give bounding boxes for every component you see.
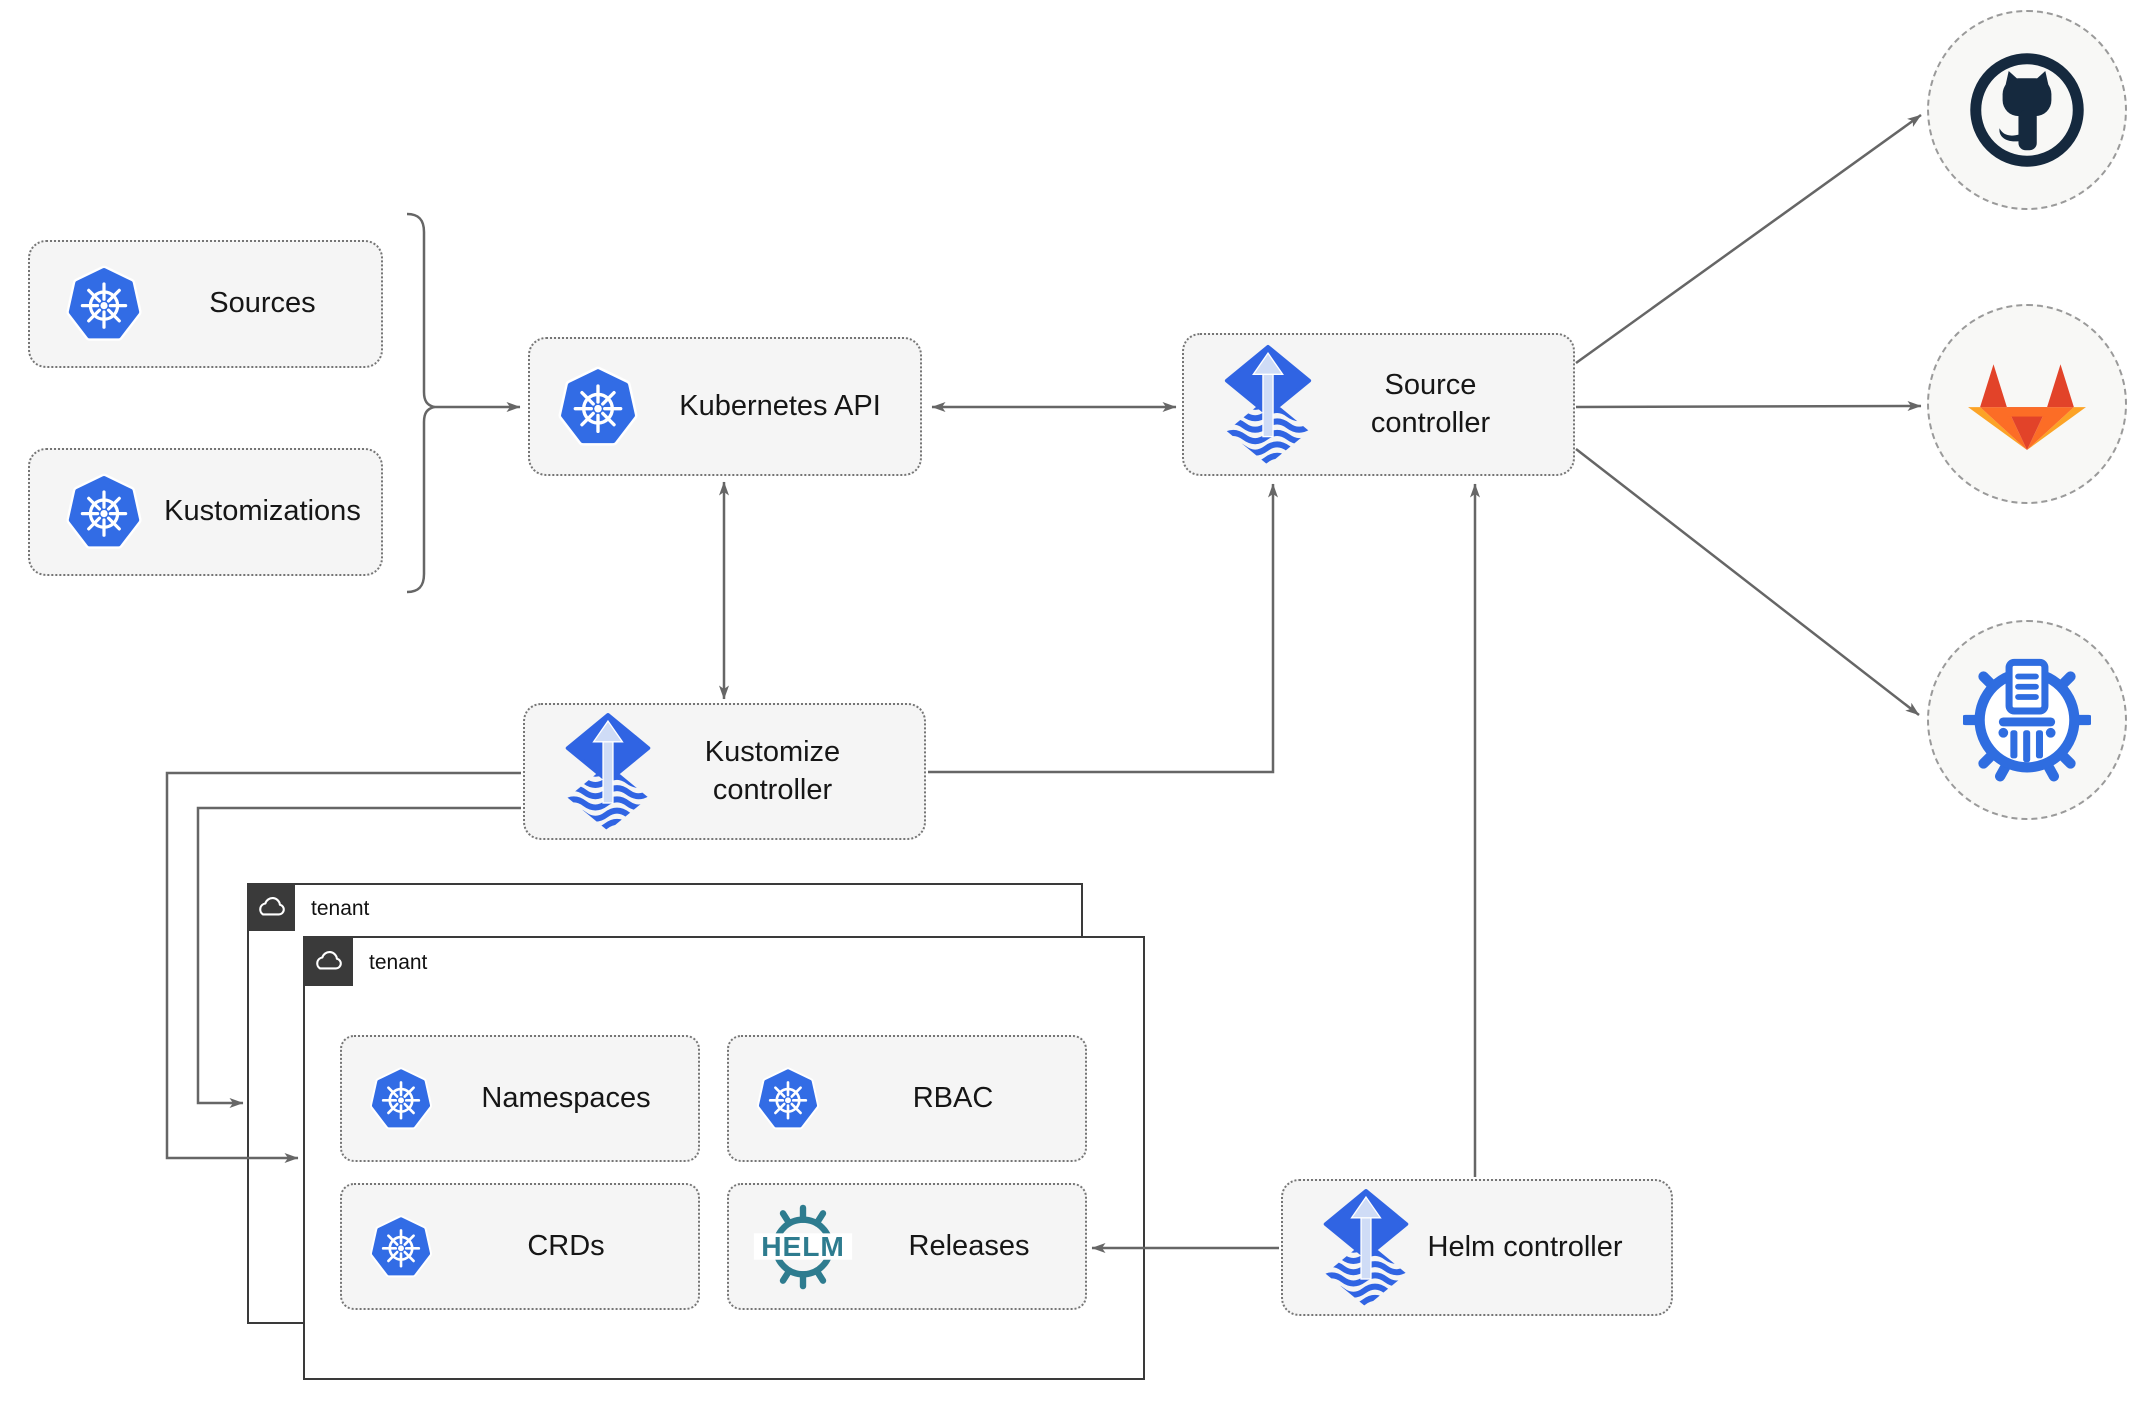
node-label: Kustomize controller [704,736,841,806]
kubernetes-icon [64,264,144,344]
helm-logo-icon: HELM [753,1201,853,1293]
node-crds: CRDs [340,1183,700,1310]
tenant-back-label: tenant [311,897,370,920]
edge-source-to-helm-repository [1575,448,1920,716]
kubernetes-icon [556,365,640,449]
endpoint-helm-repository [1927,620,2127,820]
node-kubernetes-api: Kubernetes API [528,337,922,476]
github-icon [1970,53,2084,167]
node-rbac: RBAC [727,1035,1087,1162]
flux-icon [563,712,653,831]
endpoint-github [1927,10,2127,210]
node-label: Sources [209,287,316,320]
cloud-icon [247,883,295,931]
node-sources: Sources [28,240,383,368]
node-label: Namespaces [481,1081,651,1114]
node-label: Kustomizations [164,495,361,528]
node-label: Helm controller [1427,1230,1623,1263]
helm-logo-text: HELM [761,1230,844,1262]
endpoint-gitlab [1927,304,2127,504]
chartmuseum-icon [1963,658,2091,782]
edge-source-to-gitlab [1575,401,1922,412]
flux-icon [1321,1188,1411,1307]
tenant-front-label: tenant [369,951,428,974]
kubernetes-icon [64,472,144,552]
node-source-controller: Source controller [1182,333,1575,476]
node-label: RBAC [912,1081,994,1114]
edge-kustomize-to-source-controller [928,483,1278,774]
kubernetes-icon [368,1214,434,1280]
edge-source-to-github [1575,113,1922,365]
kubernetes-icon [755,1066,821,1132]
cloud-icon [316,951,342,970]
brace-sources-group [406,212,439,594]
gitlab-icon [1968,363,2086,450]
kubernetes-icon [368,1066,434,1132]
node-releases: HELM Releases [727,1183,1087,1310]
node-label: Releases [908,1229,1030,1262]
flux-icon [1222,344,1314,465]
node-helm-controller: Helm controller [1281,1179,1673,1316]
node-kustomize-controller: Kustomize controller [523,703,926,840]
cloud-icon [303,936,353,986]
node-label: CRDs [527,1229,605,1262]
cloud-icon [259,897,285,916]
node-label: Source controller [1370,369,1491,439]
node-namespaces: Namespaces [340,1035,700,1162]
node-kustomizations: Kustomizations [28,448,383,576]
node-label: Kubernetes API [679,389,881,422]
